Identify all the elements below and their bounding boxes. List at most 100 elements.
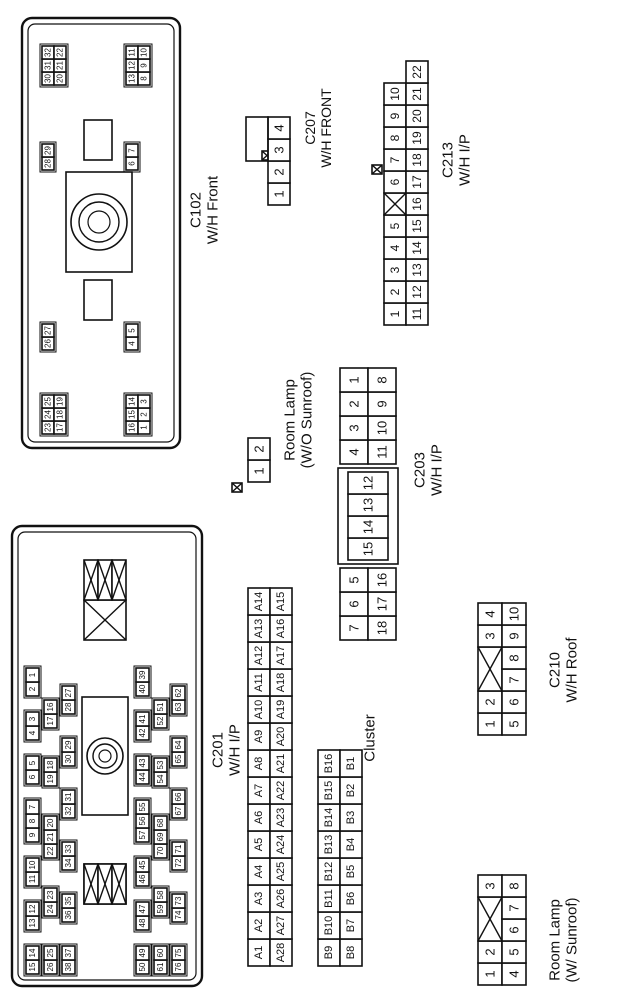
pin-cell: 2 xyxy=(339,391,369,417)
pin-number: 17 xyxy=(46,716,55,725)
pin-cell: 10 xyxy=(367,415,397,441)
pin-cell: 19 xyxy=(405,126,429,150)
pin-number: 5 xyxy=(507,948,522,955)
pin-number: A26 xyxy=(275,889,287,909)
blocked-cavity xyxy=(97,863,113,905)
pin-number: 10 xyxy=(388,87,402,101)
pin-number: 59 xyxy=(156,904,165,913)
blocked-cavity xyxy=(97,559,113,601)
pin-number: 14 xyxy=(28,948,37,957)
pin-cell: 3 xyxy=(339,415,369,441)
pin-cell: 9 xyxy=(367,391,397,417)
pin-number: 6 xyxy=(388,178,402,185)
pin-cell: 13 xyxy=(405,258,429,282)
pin-number: A5 xyxy=(253,838,265,851)
pin-number: 18 xyxy=(56,410,65,419)
pin-number: 1 xyxy=(388,310,402,317)
pin-number: B9 xyxy=(323,946,335,959)
pin-number: A19 xyxy=(275,700,287,720)
pin-number: 66 xyxy=(174,792,183,801)
pin-cell: 8 xyxy=(383,126,407,150)
pin-number: 7 xyxy=(28,804,37,809)
pin-number: 74 xyxy=(174,910,183,919)
pin-number: 17 xyxy=(410,175,424,189)
pin-cell: 12 xyxy=(405,280,429,304)
pin-cell: 15 xyxy=(347,537,389,561)
pin-number: A12 xyxy=(253,646,265,666)
pin-number: 10 xyxy=(140,48,149,57)
pin-number: B6 xyxy=(345,892,357,905)
pin-number: 50 xyxy=(138,962,147,971)
pin-number: B4 xyxy=(345,838,357,851)
pin-cell: 1 xyxy=(383,302,407,326)
pin-cell: 8 xyxy=(367,367,397,393)
pin-number: 75 xyxy=(174,948,183,957)
connector-sublabel: W/H Roof xyxy=(564,637,581,703)
connector-c102: 2324251718192627282930313220212216151412… xyxy=(20,16,222,450)
pin-number: 10 xyxy=(28,860,37,869)
pin-cell: A12 xyxy=(247,641,271,670)
pin-cell: A6 xyxy=(247,803,271,832)
pin-cell: 7 xyxy=(339,615,369,641)
pin-number: A27 xyxy=(275,916,287,936)
pin-cell: 8 xyxy=(501,646,527,670)
pin-number: 23 xyxy=(44,423,53,432)
pin-number: 12 xyxy=(361,476,376,490)
blocked-cavity xyxy=(83,863,99,905)
pin-cell: A10 xyxy=(247,695,271,724)
pin-number: A18 xyxy=(275,673,287,693)
pin-number: 22 xyxy=(56,48,65,57)
pin-number: A1 xyxy=(253,946,265,959)
connector-sublabel: W/H Front xyxy=(205,175,222,244)
pin-cell: 7 xyxy=(501,896,527,920)
pin-number: 14 xyxy=(361,520,376,534)
pin-number: 67 xyxy=(174,806,183,815)
pin-number: 17 xyxy=(375,597,390,611)
pin-number: 1 xyxy=(252,467,267,474)
pin-number: 36 xyxy=(64,910,73,919)
pin-number: 5 xyxy=(388,222,402,229)
pin-cell: 10 xyxy=(501,602,527,626)
pin-cell: 9 xyxy=(383,104,407,128)
pin-cell: A18 xyxy=(269,668,293,697)
pin-cell: 11 xyxy=(405,302,429,326)
pin-number: 35 xyxy=(64,896,73,905)
pin-number: 2 xyxy=(388,288,402,295)
pin-number: 28 xyxy=(44,159,53,168)
pin-number: 19 xyxy=(46,774,55,783)
pin-number: 6 xyxy=(128,161,137,166)
pin-number: 13 xyxy=(28,918,37,927)
pin-cell: B13 xyxy=(317,830,341,859)
pin-number: 5 xyxy=(347,576,362,583)
pin-number: 4 xyxy=(128,341,137,346)
pin-number: 48 xyxy=(138,918,147,927)
pin-cell: A4 xyxy=(247,857,271,886)
blocked-cavity xyxy=(477,896,503,942)
c102-center-post xyxy=(70,193,128,251)
pin-number: 11 xyxy=(28,874,37,883)
pin-number: 3 xyxy=(483,632,498,639)
pin-number: 44 xyxy=(138,772,147,781)
pin-cell: A17 xyxy=(269,641,293,670)
pin-number: B1 xyxy=(345,757,357,770)
pin-number: 62 xyxy=(174,688,183,697)
connector-cluster: A1A2A3A4A5A6A7A8A9A10A11A12A13A14A28A27A… xyxy=(247,587,379,967)
pin-number: 8 xyxy=(140,76,149,81)
pin-cell: 1 xyxy=(339,367,369,393)
pin-cell: 1 xyxy=(477,962,503,986)
pin-number: A22 xyxy=(275,781,287,801)
pin-cell: B14 xyxy=(317,803,341,832)
pin-number: 19 xyxy=(56,397,65,406)
blocked-cavity xyxy=(111,559,127,601)
pin-number: 20 xyxy=(410,109,424,123)
